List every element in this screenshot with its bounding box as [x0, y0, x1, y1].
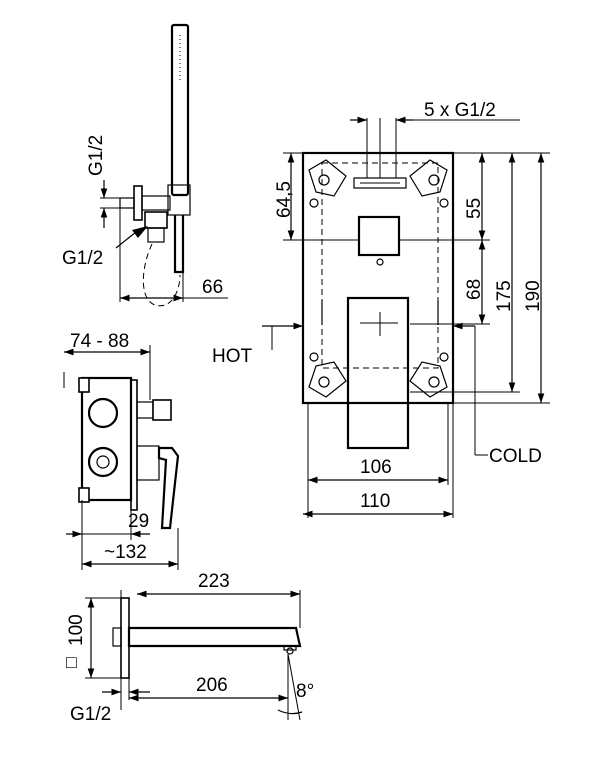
dim-190: 190 — [523, 280, 544, 312]
shower-handle — [173, 215, 185, 274]
shower-hose — [142, 243, 181, 307]
side-lever — [157, 446, 180, 530]
dim-66: 66 — [202, 277, 223, 298]
dim-206: 206 — [196, 675, 228, 696]
dim-64-5: 64,5 — [274, 181, 295, 218]
dim-132: ~132 — [104, 542, 147, 563]
diverter-square — [357, 215, 401, 257]
dim-74-88: 74 - 88 — [70, 331, 129, 352]
hose-outlet — [144, 211, 168, 229]
dim-55: 55 — [464, 198, 485, 219]
hand-shower-head — [170, 23, 190, 197]
spout-wall-plate — [120, 597, 130, 679]
mounting-lug-top-left — [308, 159, 347, 208]
dim-68: 68 — [464, 279, 485, 300]
dim-223: 223 — [198, 571, 230, 592]
shower-thread-side-label: G1/2 — [62, 248, 103, 269]
dim-106: 106 — [360, 457, 392, 478]
front-view: 5 x G1/2 64,5 55 68 175 190 HOT COLD 10 — [212, 100, 550, 518]
spout-body — [127, 626, 302, 648]
dim-110: 110 — [360, 491, 390, 512]
wall-plate-outline — [301, 151, 455, 405]
mounting-lug-bottom-right — [409, 352, 449, 398]
mounting-lug-bottom-left — [308, 352, 347, 398]
angle-8: 8° — [296, 681, 314, 702]
side-body — [80, 376, 133, 502]
top-thread-label: 5 x G1/2 — [424, 100, 496, 121]
mounting-lug-top-right — [409, 159, 449, 208]
hidden-body-outline — [321, 162, 439, 369]
dim-175: 175 — [494, 280, 515, 312]
hand-shower-view: G1/2 G1/2 66 — [62, 23, 228, 307]
mixer-lever — [346, 296, 410, 450]
spout-view: 223 100 □ 206 8° G1/2 — [66, 571, 314, 725]
body-side-view: 74 - 88 29 ~132 — [63, 331, 180, 570]
hot-label: HOT — [212, 346, 253, 367]
dim-29: 29 — [128, 511, 149, 532]
dim-100: 100 — [66, 614, 87, 646]
square-symbol: □ — [66, 652, 77, 672]
shower-thread-top-label: G1/2 — [86, 135, 107, 176]
cold-label: COLD — [489, 446, 542, 467]
spout-thread-label: G1/2 — [70, 704, 111, 725]
